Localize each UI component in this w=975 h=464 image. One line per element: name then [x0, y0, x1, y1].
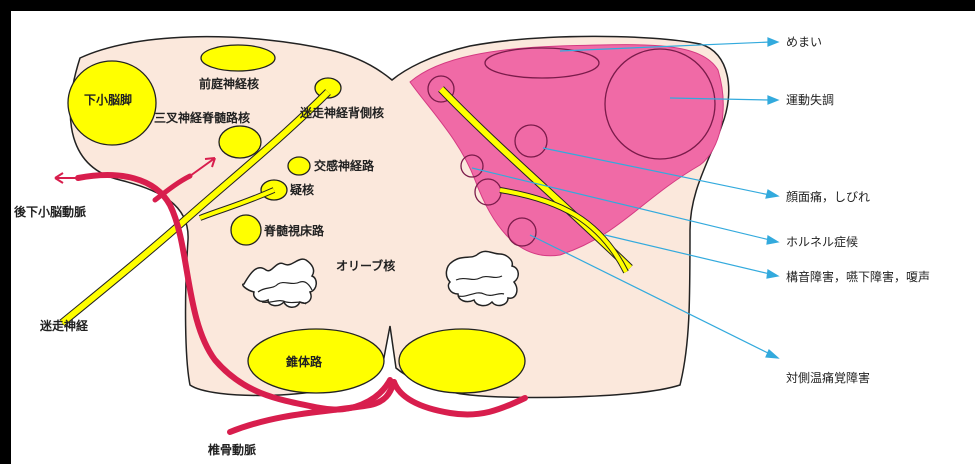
label-pyramidal: 錐体路 — [286, 354, 323, 369]
diagram-canvas: 下小脳脚 前庭神経核 三叉神経脊髄路核 迷走神経背側核 交感神経路 疑核 脊髄視… — [11, 11, 975, 464]
label-vertebral-artery: 椎骨動脈 — [207, 442, 256, 457]
spinothalamic-nucleus — [231, 215, 261, 245]
label-vagus-nerve: 迷走神経 — [39, 318, 89, 333]
vestibular-nucleus — [201, 45, 275, 71]
pica-arrow-left — [55, 173, 78, 183]
label-vestibular-nucleus: 前庭神経核 — [199, 76, 259, 91]
trigeminal-nucleus — [219, 126, 261, 158]
pyramid-right — [399, 329, 525, 393]
symptom-facial-pain: 顔面痛，しびれ — [786, 189, 870, 204]
symptom-contralateral: 対側温痛覚障害 — [786, 370, 870, 385]
label-spinothalamic: 脊髄視床路 — [263, 223, 325, 238]
symptom-horner: ホルネル症候 — [786, 234, 858, 249]
medulla-diagram: 下小脳脚 前庭神経核 三叉神経脊髄路核 迷走神経背側核 交感神経路 疑核 脊髄視… — [11, 11, 975, 464]
label-ambiguus: 疑核 — [290, 182, 314, 197]
label-sympathetic: 交感神経路 — [314, 158, 375, 173]
label-trigeminal: 三叉神経脊髄路核 — [154, 110, 250, 125]
sympathetic-tract-nucleus — [288, 157, 310, 175]
symptom-ataxia: 運動失調 — [786, 92, 834, 107]
symptom-dysphagia: 構音障害，嚥下障害，嗄声 — [786, 269, 930, 284]
label-pica: 後下小脳動脈 — [14, 204, 86, 219]
label-vagus-dorsal: 迷走神経背側核 — [299, 105, 384, 120]
label-olivary: オリーブ核 — [336, 258, 395, 273]
symptom-vertigo: めまい — [786, 35, 822, 49]
label-inferior-cerebellar-peduncle: 下小脳脚 — [84, 92, 132, 107]
